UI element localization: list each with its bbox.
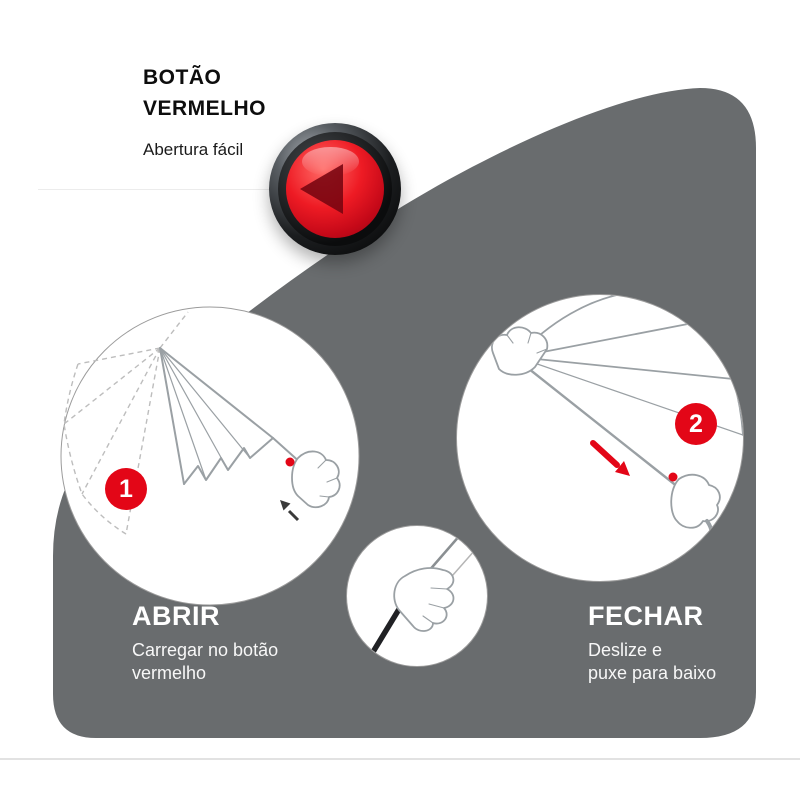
open-title: ABRIR bbox=[132, 601, 220, 631]
close-title: FECHAR bbox=[588, 601, 704, 631]
red-push-button-image bbox=[269, 123, 401, 255]
open-description: Carregar no botão vermelho bbox=[132, 639, 278, 685]
step1-circle bbox=[60, 306, 360, 606]
close-description-line2: puxe para baixo bbox=[588, 663, 717, 683]
bottom-divider-line bbox=[0, 758, 800, 760]
gripping-hand bbox=[393, 567, 455, 632]
title-line-2: VERMELHO bbox=[143, 97, 267, 120]
folded-umbrella-sketch bbox=[159, 347, 303, 485]
step-open-label: ABRIR Carregar no botão vermelho bbox=[132, 601, 278, 685]
subtitle: Abertura fácil bbox=[143, 140, 244, 159]
close-description-line1: Deslize e bbox=[588, 640, 663, 660]
red-slider-dot-icon bbox=[668, 472, 678, 482]
close-description: Deslize e puxe para baixo bbox=[588, 639, 716, 685]
page-title: BOTÃO VERMELHO bbox=[143, 62, 266, 124]
step2-illustration bbox=[456, 294, 744, 582]
step1-illustration bbox=[60, 306, 360, 606]
button-triangle-icon bbox=[300, 164, 343, 214]
divider-line-top bbox=[38, 189, 270, 190]
open-description-line2: vermelho bbox=[132, 663, 207, 683]
slide-down-arrow-icon bbox=[590, 440, 630, 476]
header: BOTÃO VERMELHO Abertura fácil bbox=[143, 62, 266, 160]
red-button-dot-icon bbox=[285, 457, 295, 467]
step-2-badge: 2 bbox=[675, 403, 717, 445]
open-description-line1: Carregar no botão bbox=[132, 640, 279, 660]
step-close-label: FECHAR Deslize e puxe para baixo bbox=[588, 601, 716, 685]
step-1-number: 1 bbox=[119, 474, 133, 503]
step-1-badge: 1 bbox=[105, 468, 147, 510]
step-2-number: 2 bbox=[689, 409, 703, 438]
title-line-1: BOTÃO bbox=[143, 66, 222, 89]
press-arrow-icon bbox=[280, 500, 300, 522]
grip-detail-illustration bbox=[346, 525, 488, 667]
hand-pressing-button bbox=[291, 450, 341, 509]
